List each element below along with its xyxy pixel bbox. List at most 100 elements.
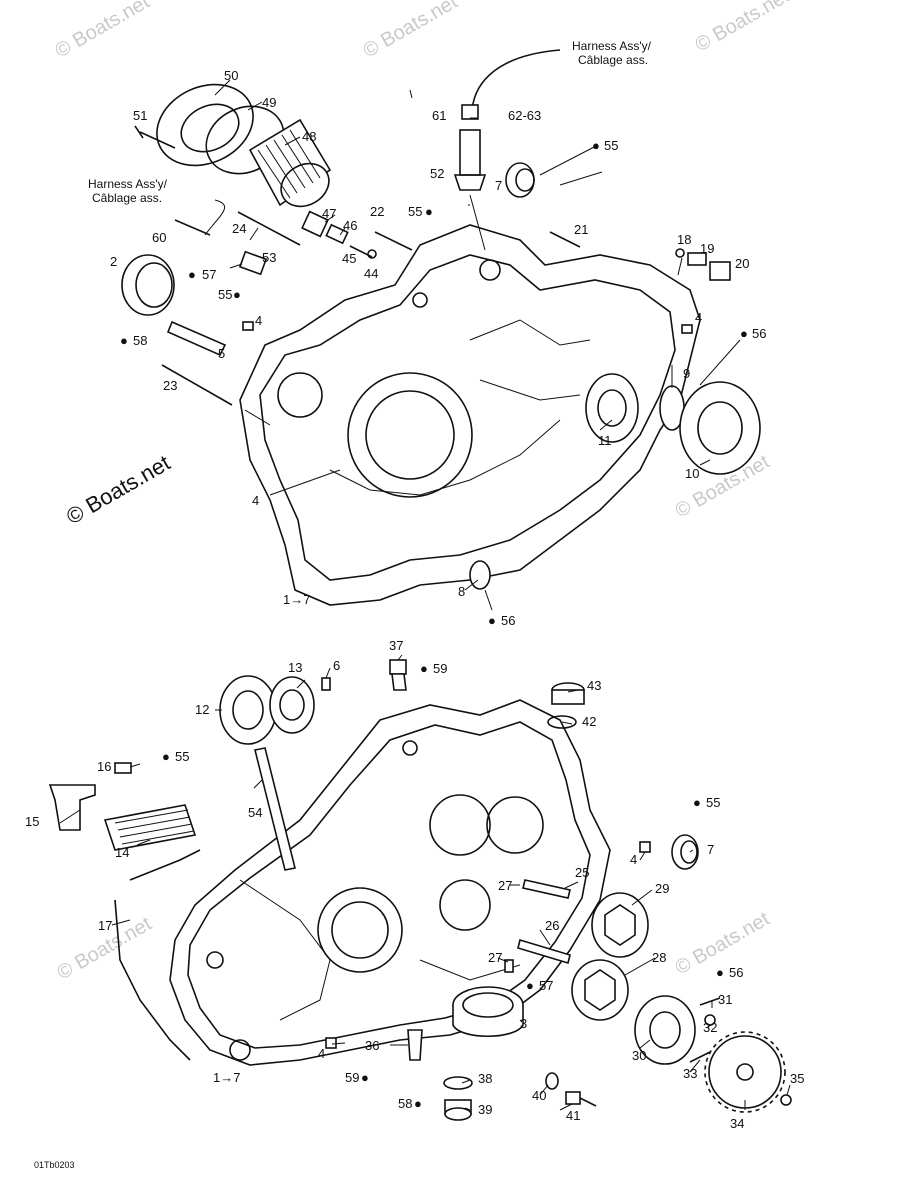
- label-part-62-63: 62-63: [508, 108, 541, 123]
- label-part-4-lower-right: 4: [630, 852, 637, 867]
- label-part-31: 31: [718, 992, 732, 1007]
- label-part-58-lower: 58: [398, 1096, 412, 1111]
- part-19: [687, 252, 707, 266]
- part-17-gasket: [114, 849, 201, 1061]
- label-part-52: 52: [430, 166, 444, 181]
- label-part-30: 30: [632, 1048, 646, 1063]
- part-39-plug: [444, 1099, 472, 1121]
- part-4-pin: [325, 1037, 337, 1049]
- part-21-bolt: [549, 231, 581, 248]
- watermark: © Boats.net: [360, 0, 462, 62]
- part-31-screw: [699, 997, 721, 1006]
- label-part-27-a: 27: [498, 878, 512, 893]
- part-22-bolt: [374, 231, 413, 251]
- label-part-21: 21: [574, 222, 588, 237]
- label-parts-1-7-lower: 1→7: [213, 1070, 240, 1085]
- watermark: © Boats.net: [692, 0, 794, 56]
- drop-icon: ●: [120, 333, 128, 348]
- upper-rib: [479, 379, 581, 401]
- watermark: © Boats.net: [52, 0, 154, 62]
- label-part-56-b: 56: [501, 613, 515, 628]
- label-part-2: 2: [110, 254, 117, 269]
- label-part-7-upper: 7: [495, 178, 502, 193]
- part-53-fitting: [238, 250, 268, 276]
- part-29-pump-rotor: [591, 892, 649, 958]
- part-2-seal: [121, 254, 175, 316]
- part-51-bolt: [134, 125, 176, 149]
- lower-bolt-hole: [402, 740, 418, 756]
- part-4-pin: [639, 841, 651, 853]
- label-part-8: 8: [458, 584, 465, 599]
- drop-icon: ●: [693, 795, 701, 810]
- part-4-pin: [681, 324, 693, 334]
- label-part-26: 26: [545, 918, 559, 933]
- part-52-leader: [469, 194, 486, 251]
- label-part-13: 13: [288, 660, 302, 675]
- label-part-43: 43: [587, 678, 601, 693]
- drop-icon: ●: [526, 978, 534, 993]
- part-5-dowel: [166, 320, 227, 357]
- part-38-o-ring: [443, 1076, 473, 1090]
- harness-wire-top: [471, 49, 561, 111]
- label-part-9: 9: [683, 366, 690, 381]
- part-10-bearing: [679, 381, 761, 475]
- part-50-oil-filter-cover: [156, 83, 254, 167]
- label-part-14: 14: [115, 845, 129, 860]
- label-part-15: 15: [25, 814, 39, 829]
- label-part-3: 3: [520, 1016, 527, 1031]
- label-part-4-lower-left: 4: [318, 1046, 325, 1061]
- label-part-10: 10: [685, 466, 699, 481]
- label-part-40: 40: [532, 1088, 546, 1103]
- drop-icon: ●: [740, 326, 748, 341]
- label-part-6: 6: [333, 658, 340, 673]
- part-35-clip: [780, 1094, 792, 1106]
- upper-assembly: 50 49 48 51 Harness Ass'y/ Câblage ass. …: [88, 39, 766, 628]
- upper-bolt-hole: [412, 292, 428, 308]
- label-part-57: 57: [202, 267, 216, 282]
- part-47: [301, 210, 329, 238]
- part-16-screw: [114, 762, 132, 774]
- label-part-39: 39: [478, 1102, 492, 1117]
- part-52-switch-nut: [453, 174, 487, 191]
- label-part-57-lower: 57: [539, 978, 553, 993]
- part-48-oil-filter: [248, 118, 332, 208]
- label-part-55-d: 55: [175, 749, 189, 764]
- label-part-19: 19: [700, 241, 714, 256]
- label-part-48: 48: [302, 129, 316, 144]
- label-part-32: 32: [703, 1020, 717, 1035]
- label-part-5: 5: [218, 346, 225, 361]
- part-11-bearing: [585, 373, 639, 443]
- part-18: [675, 248, 685, 258]
- part-15-bracket: [48, 784, 96, 831]
- label-part-53: 53: [262, 250, 276, 265]
- harness-top-line1: Harness Ass'y/: [572, 39, 652, 53]
- part-4-pin: [242, 321, 254, 331]
- lower-rib: [239, 879, 331, 1021]
- part-14-screen-mesh: [114, 809, 195, 845]
- part-27-pin: [504, 959, 514, 973]
- watermark-prominent: © Boats.net: [62, 450, 174, 529]
- drop-icon: ●: [592, 138, 600, 153]
- part-61-terminal: [461, 104, 479, 120]
- lower-main-bore-inner: [331, 901, 389, 959]
- label-part-20: 20: [735, 256, 749, 271]
- part-12-bearing: [219, 675, 277, 745]
- lower-bolt-hole: [229, 1039, 251, 1061]
- part-30-pump-cover: [634, 995, 696, 1065]
- part-8-seal: [469, 560, 491, 590]
- label-part-24: 24: [232, 221, 246, 236]
- label-part-46: 46: [343, 218, 357, 233]
- part-3-sleeve: [452, 986, 524, 1038]
- lower-main-bore: [317, 887, 403, 973]
- part-54-stud: [254, 747, 296, 871]
- lower-crankcase-inner-edge: [187, 721, 591, 1049]
- drop-icon: ●: [716, 965, 724, 980]
- label-part-60: 60: [152, 230, 166, 245]
- part-40-washer: [545, 1072, 559, 1090]
- part-44: [367, 249, 377, 259]
- label-part-23: 23: [163, 378, 177, 393]
- upper-main-bore-inner: [365, 390, 455, 480]
- upper-crankcase-inner-edge: [259, 254, 676, 581]
- label-part-56-a: 56: [752, 326, 766, 341]
- drop-icon: ●: [414, 1096, 422, 1111]
